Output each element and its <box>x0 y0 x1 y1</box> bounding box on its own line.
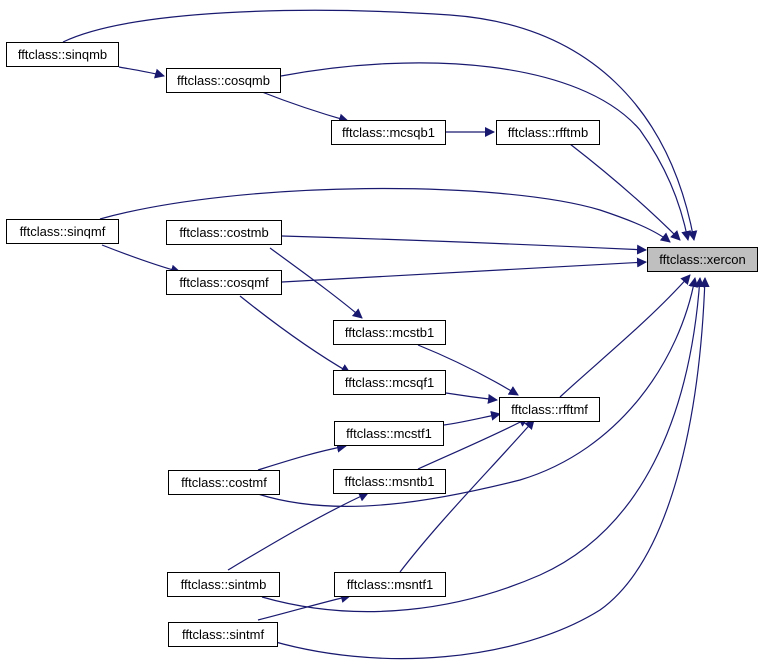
node-rfftmb[interactable]: fftclass::rfftmb <box>496 120 600 145</box>
edge-sintmb-xercon <box>261 277 705 613</box>
node-sinqmb[interactable]: fftclass::sinqmb <box>6 42 119 67</box>
edge-sinqmf-xercon <box>99 187 671 243</box>
edge-sinqmb-xercon <box>62 9 698 241</box>
node-mcstb1[interactable]: fftclass::mcstb1 <box>333 320 446 345</box>
node-mcsqb1[interactable]: fftclass::mcsqb1 <box>331 120 446 145</box>
edge-rfftmb-xercon <box>569 143 681 241</box>
node-msntf1[interactable]: fftclass::msntf1 <box>334 572 446 597</box>
edge-cosqmb-mcsqb1 <box>261 91 349 124</box>
node-mcsqf1[interactable]: fftclass::mcsqf1 <box>333 370 446 395</box>
edge-sinqmb-cosqmb <box>118 66 165 79</box>
node-rfftmf[interactable]: fftclass::rfftmf <box>499 397 600 422</box>
edge-mcsqf1-rfftmf <box>445 392 498 404</box>
edge-sintmb-msntb1 <box>227 492 369 571</box>
node-xercon-current: fftclass::xercon <box>647 247 758 272</box>
edge-sintmf-msntf1 <box>257 593 351 621</box>
edge-rfftmf-xercon <box>559 274 691 398</box>
edge-costmb-xercon <box>281 235 647 255</box>
edge-cosqmf-xercon <box>281 257 647 283</box>
edge-msntb1-rfftmf <box>417 417 529 470</box>
node-sintmf[interactable]: fftclass::sintmf <box>168 622 278 647</box>
node-msntb1[interactable]: fftclass::msntb1 <box>333 469 446 494</box>
edge-msntf1-rfftmf <box>399 419 535 573</box>
edge-costmf-xercon <box>257 277 699 507</box>
edge-sintmf-xercon <box>261 277 710 660</box>
node-sintmb[interactable]: fftclass::sintmb <box>167 572 280 597</box>
edge-mcstb1-rfftmf <box>417 344 519 396</box>
edge-mcstf1-rfftmf <box>443 410 501 426</box>
edge-sinqmf-cosqmf <box>101 244 181 275</box>
node-cosqmb[interactable]: fftclass::cosqmb <box>166 68 281 93</box>
edge-cosqmb-xercon <box>280 62 692 241</box>
edge-costmb-mcstb1 <box>269 247 363 319</box>
edge-costmf-mcstf1 <box>257 442 347 471</box>
node-costmb[interactable]: fftclass::costmb <box>166 220 282 245</box>
node-cosqmf[interactable]: fftclass::cosqmf <box>166 270 282 295</box>
node-mcstf1[interactable]: fftclass::mcstf1 <box>334 421 444 446</box>
node-sinqmf[interactable]: fftclass::sinqmf <box>6 219 119 244</box>
edge-cosqmf-mcsqf1 <box>239 295 351 374</box>
node-costmf[interactable]: fftclass::costmf <box>168 470 280 495</box>
